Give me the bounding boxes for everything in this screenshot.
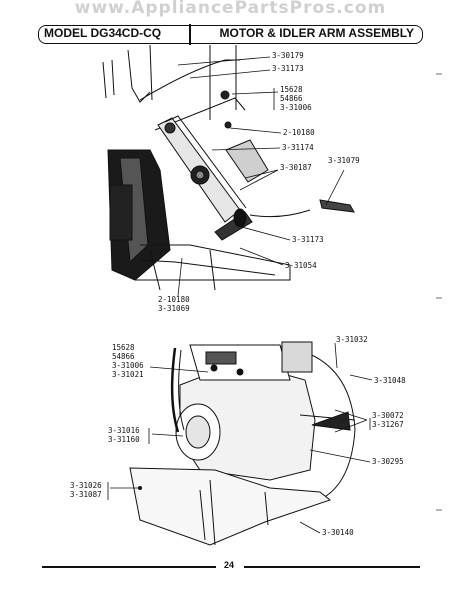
part-label: 3-30295 — [372, 457, 404, 466]
part-label: 3-30179 — [272, 51, 304, 60]
footer-rule-right — [244, 566, 420, 568]
part-label: 3-31173 — [272, 64, 304, 73]
part-label: 3-31069 — [158, 304, 190, 313]
part-label: 3-31173 — [292, 235, 324, 244]
part-label: 3-30140 — [322, 528, 354, 537]
model-number: MODEL DG34CD-CQ — [44, 26, 162, 40]
part-label: 54866 — [280, 94, 303, 103]
part-label: 3-31006 — [112, 361, 144, 370]
part-label: 3-31087 — [70, 490, 102, 499]
part-label: 3-31174 — [282, 143, 314, 152]
part-label: 3-31267 — [372, 420, 404, 429]
part-label: 15628 — [280, 85, 303, 94]
margin-marks — [436, 73, 442, 511]
part-label: 3-31160 — [108, 435, 140, 444]
part-label: 3-30072 — [372, 411, 404, 420]
footer-rule-left — [42, 566, 216, 568]
part-label: 3-31079 — [328, 156, 360, 165]
part-label: 3-31054 — [285, 261, 317, 270]
lower-assembly-drawing — [129, 341, 356, 546]
part-label: 3-31032 — [336, 335, 368, 344]
part-label: 3-31048 — [374, 376, 406, 385]
part-label: 2-10180 — [283, 128, 315, 137]
page-number: 24 — [224, 560, 235, 570]
part-label: 3-31006 — [280, 103, 312, 112]
part-label: 3-31021 — [112, 370, 144, 379]
upper-assembly-drawing — [102, 44, 355, 291]
part-label: 3-31016 — [108, 426, 140, 435]
part-label: 54866 — [112, 352, 135, 361]
part-label: 3-30187 — [280, 163, 312, 172]
part-label: 2-10180 — [158, 295, 190, 304]
page-header: MODEL DG34CD-CQ MOTOR & IDLER ARM ASSEMB… — [38, 24, 423, 45]
page-title: MOTOR & IDLER ARM ASSEMBLY — [219, 26, 414, 40]
part-label: 15628 — [112, 343, 135, 352]
header-divider — [189, 24, 191, 45]
leader-lines — [107, 56, 373, 534]
part-label: 3-31026 — [70, 481, 102, 490]
